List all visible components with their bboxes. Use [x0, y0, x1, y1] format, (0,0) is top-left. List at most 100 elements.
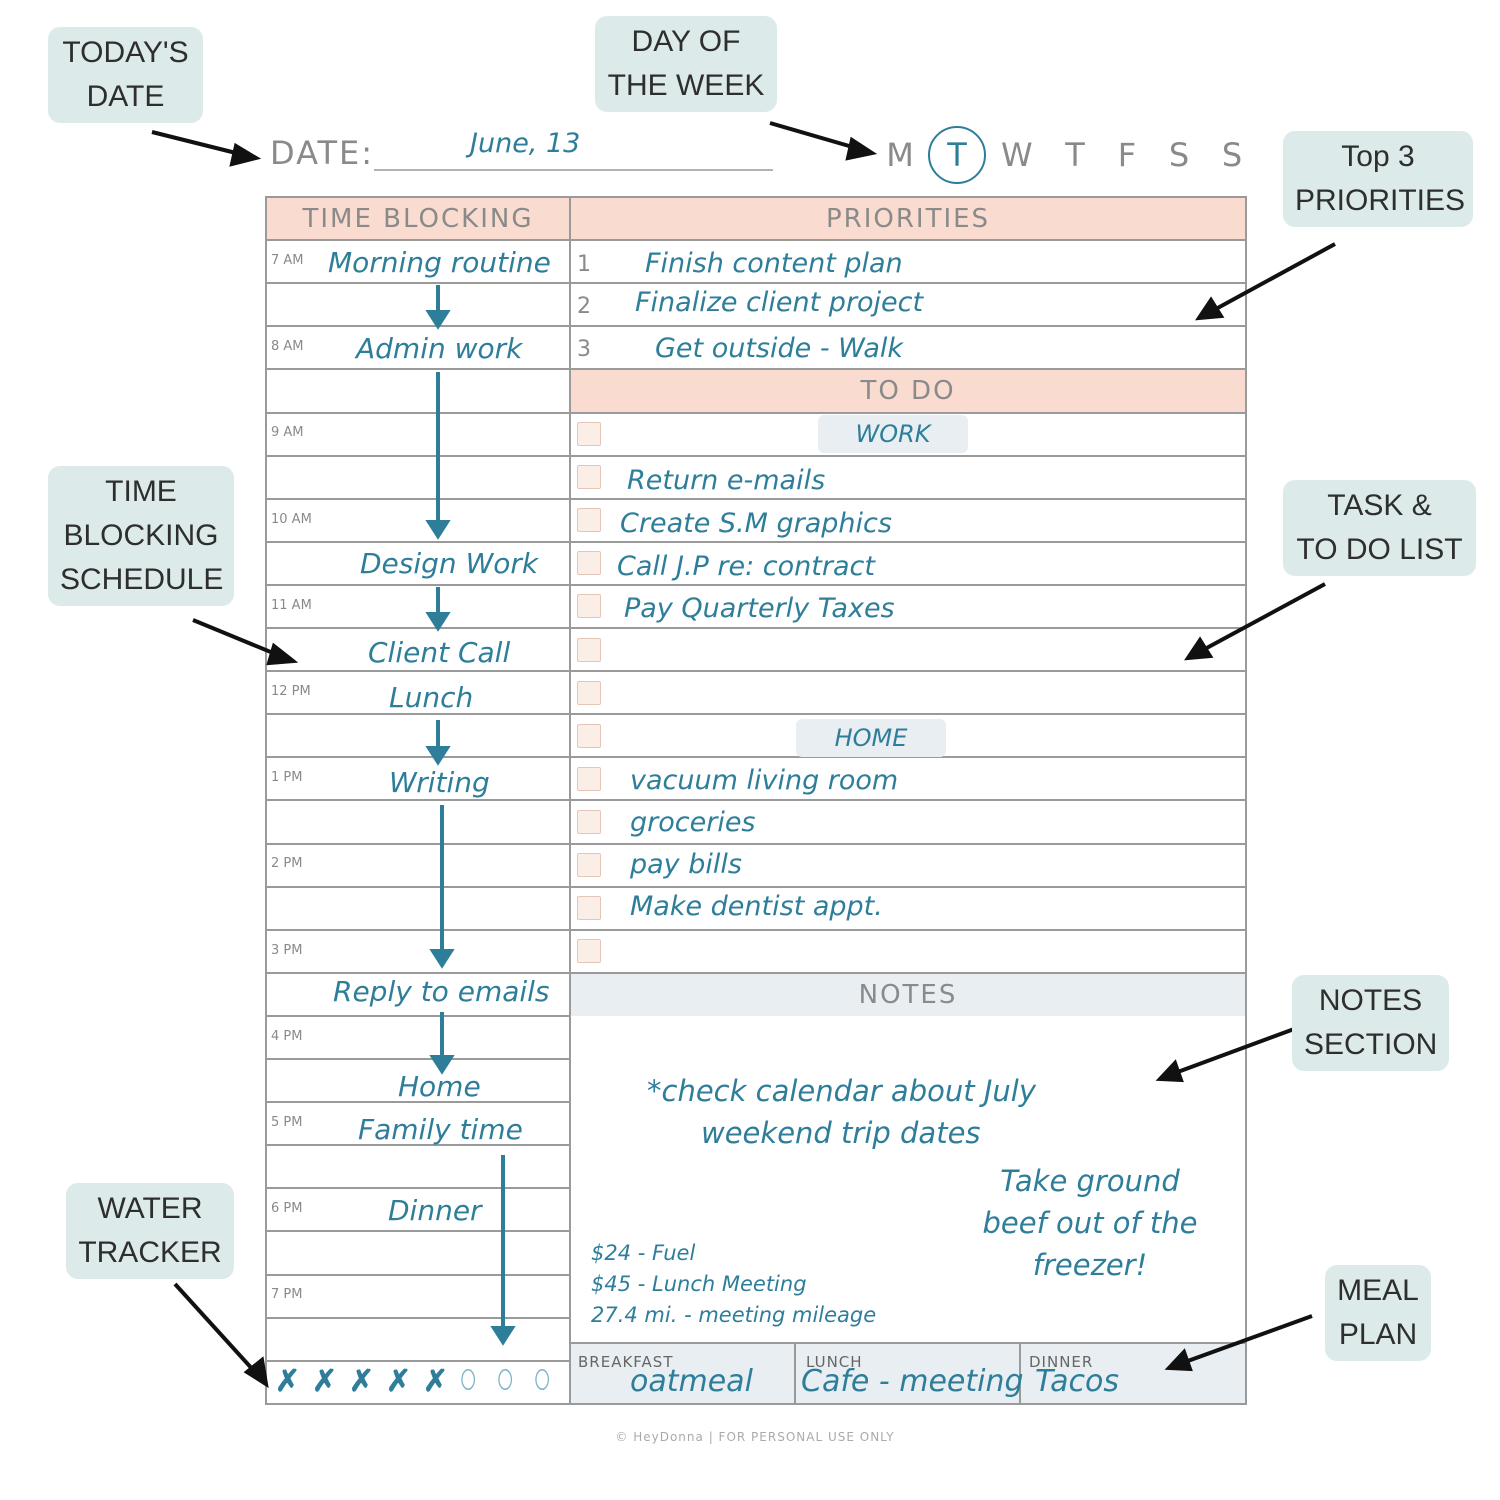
priority-item[interactable]: Finish content plan: [645, 248, 903, 279]
block-admin-work[interactable]: Admin work: [356, 332, 523, 365]
date-value[interactable]: June, 13: [470, 128, 581, 159]
priority-item[interactable]: Get outside - Walk: [655, 333, 904, 364]
block-reply-emails[interactable]: Reply to emails: [333, 975, 550, 1008]
todo-header-bg: [570, 369, 1246, 412]
todo-checkbox[interactable]: [577, 853, 601, 877]
dinner-value[interactable]: Tacos: [1035, 1364, 1120, 1399]
block-dinner[interactable]: Dinner: [388, 1194, 482, 1227]
block-morning-routine[interactable]: Morning routine: [328, 246, 551, 279]
notes-title: NOTES: [858, 980, 958, 1010]
water-drop-checked-icon[interactable]: ✗: [349, 1365, 375, 1398]
callout-notes-section: NOTES SECTION: [1292, 975, 1449, 1071]
callout-line: THE WEEK: [607, 69, 765, 102]
todo-checkbox[interactable]: [577, 766, 601, 791]
todo-checkbox[interactable]: [577, 637, 601, 662]
block-client-call[interactable]: Client Call: [368, 636, 511, 669]
weekday-6[interactable]: S: [1221, 136, 1243, 174]
reminder-line: beef out of the: [982, 1206, 1198, 1240]
water-drop-checked-icon[interactable]: ✗: [386, 1365, 412, 1398]
breakfast-label: BREAKFAST: [578, 1353, 674, 1371]
weekday-2[interactable]: W: [1001, 136, 1033, 174]
time-blocking-title: TIME BLOCKING: [302, 204, 534, 234]
weekday-0[interactable]: M: [886, 136, 914, 174]
todo-item[interactable]: Create S.M graphics: [620, 508, 892, 539]
callout-line: TO DO LIST: [1296, 533, 1463, 566]
todo-item[interactable]: Make dentist appt.: [630, 891, 883, 922]
water-drop-icon[interactable]: ⬯: [534, 1364, 551, 1394]
weekday-4[interactable]: F: [1117, 136, 1137, 174]
block-lunch[interactable]: Lunch: [389, 681, 474, 714]
block-writing[interactable]: Writing: [389, 766, 490, 799]
callout-line: SECTION: [1304, 1028, 1438, 1061]
callout-line: NOTES: [1318, 984, 1423, 1017]
water-drop-checked-icon[interactable]: ✗: [423, 1365, 449, 1398]
todo-checkbox[interactable]: [577, 551, 601, 576]
reminder-line: freezer!: [1032, 1248, 1148, 1282]
priorities-title: PRIORITIES: [825, 204, 991, 234]
block-design-work[interactable]: Design Work: [360, 547, 539, 580]
date-label: DATE:: [270, 134, 375, 172]
todo-item[interactable]: Pay Quarterly Taxes: [624, 593, 895, 624]
callout-top3: Top 3 PRIORITIES: [1283, 131, 1473, 227]
breakfast-value[interactable]: oatmeal: [630, 1364, 753, 1399]
footer-copyright: © HeyDonna | FOR PERSONAL USE ONLY: [615, 1430, 895, 1444]
expense-line[interactable]: $45 - Lunch Meeting: [591, 1272, 807, 1296]
water-drop-icon[interactable]: ⬯: [460, 1364, 477, 1394]
notes-header-bg: [570, 973, 1246, 1016]
callout-line: BLOCKING: [63, 519, 219, 552]
callout-line: TASK &: [1327, 489, 1432, 522]
priorities-header-bg: [570, 197, 1246, 240]
todo-item[interactable]: Return e-mails: [627, 465, 826, 496]
note-line[interactable]: weekend trip dates: [701, 1116, 981, 1150]
todo-item[interactable]: pay bills: [630, 849, 742, 880]
time-label: 4 PM: [271, 1028, 303, 1044]
block-home[interactable]: Home: [398, 1070, 481, 1103]
time-label: 12 PM: [271, 684, 311, 699]
callout-line: DATE: [86, 80, 165, 113]
time-label: 9 AM: [271, 425, 304, 441]
todo-checkbox[interactable]: [577, 809, 601, 834]
expense-line[interactable]: $24 - Fuel: [591, 1241, 696, 1265]
time-label: 3 PM: [271, 942, 303, 958]
todo-checkbox[interactable]: [577, 508, 601, 533]
priority-item[interactable]: Finalize client project: [635, 287, 924, 318]
time-label: 7 AM: [271, 253, 304, 268]
todo-checkbox[interactable]: [577, 896, 601, 921]
todo-item[interactable]: vacuum living room: [630, 765, 899, 796]
note-reminder[interactable]: Take ground beef out of the freezer!: [960, 1160, 1220, 1286]
callout-line: DAY OF: [631, 25, 741, 58]
todo-checkbox[interactable]: [577, 594, 601, 619]
block-family-time[interactable]: Family time: [358, 1113, 523, 1146]
todo-checkbox[interactable]: [577, 939, 601, 964]
todo-category-work: WORK: [818, 415, 968, 453]
todo-category-home: HOME: [796, 719, 946, 757]
priority-number: 2: [577, 294, 591, 319]
weekday-1[interactable]: T: [947, 136, 967, 174]
note-line[interactable]: *check calendar about July: [647, 1074, 1036, 1108]
lunch-label: LUNCH: [806, 1353, 863, 1371]
weekday-5[interactable]: S: [1168, 136, 1190, 174]
priority-number: 1: [577, 252, 591, 277]
water-drop-checked-icon[interactable]: ✗: [275, 1365, 301, 1398]
time-label: 11 AM: [271, 597, 312, 613]
callout-task-list: TASK & TO DO LIST: [1283, 480, 1476, 576]
weekday-3[interactable]: T: [1065, 136, 1085, 174]
time-label: 1 PM: [271, 770, 303, 786]
callout-line: PLAN: [1338, 1318, 1418, 1351]
todo-checkbox[interactable]: [577, 680, 601, 705]
meal-plan-bg: [570, 1343, 1246, 1404]
time-label: 7 PM: [271, 1287, 303, 1303]
reminder-line: Take ground: [1000, 1164, 1180, 1198]
water-drop-checked-icon[interactable]: ✗: [312, 1365, 338, 1398]
water-drop-icon[interactable]: ⬯: [497, 1364, 514, 1394]
todo-item[interactable]: Call J.P re: contract: [617, 551, 875, 582]
callout-day-of-week: DAY OF THE WEEK: [595, 16, 777, 112]
lunch-value[interactable]: Cafe - meeting: [801, 1364, 1024, 1399]
todo-checkbox[interactable]: [577, 465, 601, 490]
todo-item[interactable]: groceries: [630, 807, 756, 838]
todo-checkbox[interactable]: [577, 723, 601, 748]
todo-checkbox[interactable]: [577, 422, 601, 446]
callout-line: Top 3: [1341, 140, 1415, 173]
expense-line[interactable]: 27.4 mi. - meeting mileage: [591, 1303, 877, 1327]
